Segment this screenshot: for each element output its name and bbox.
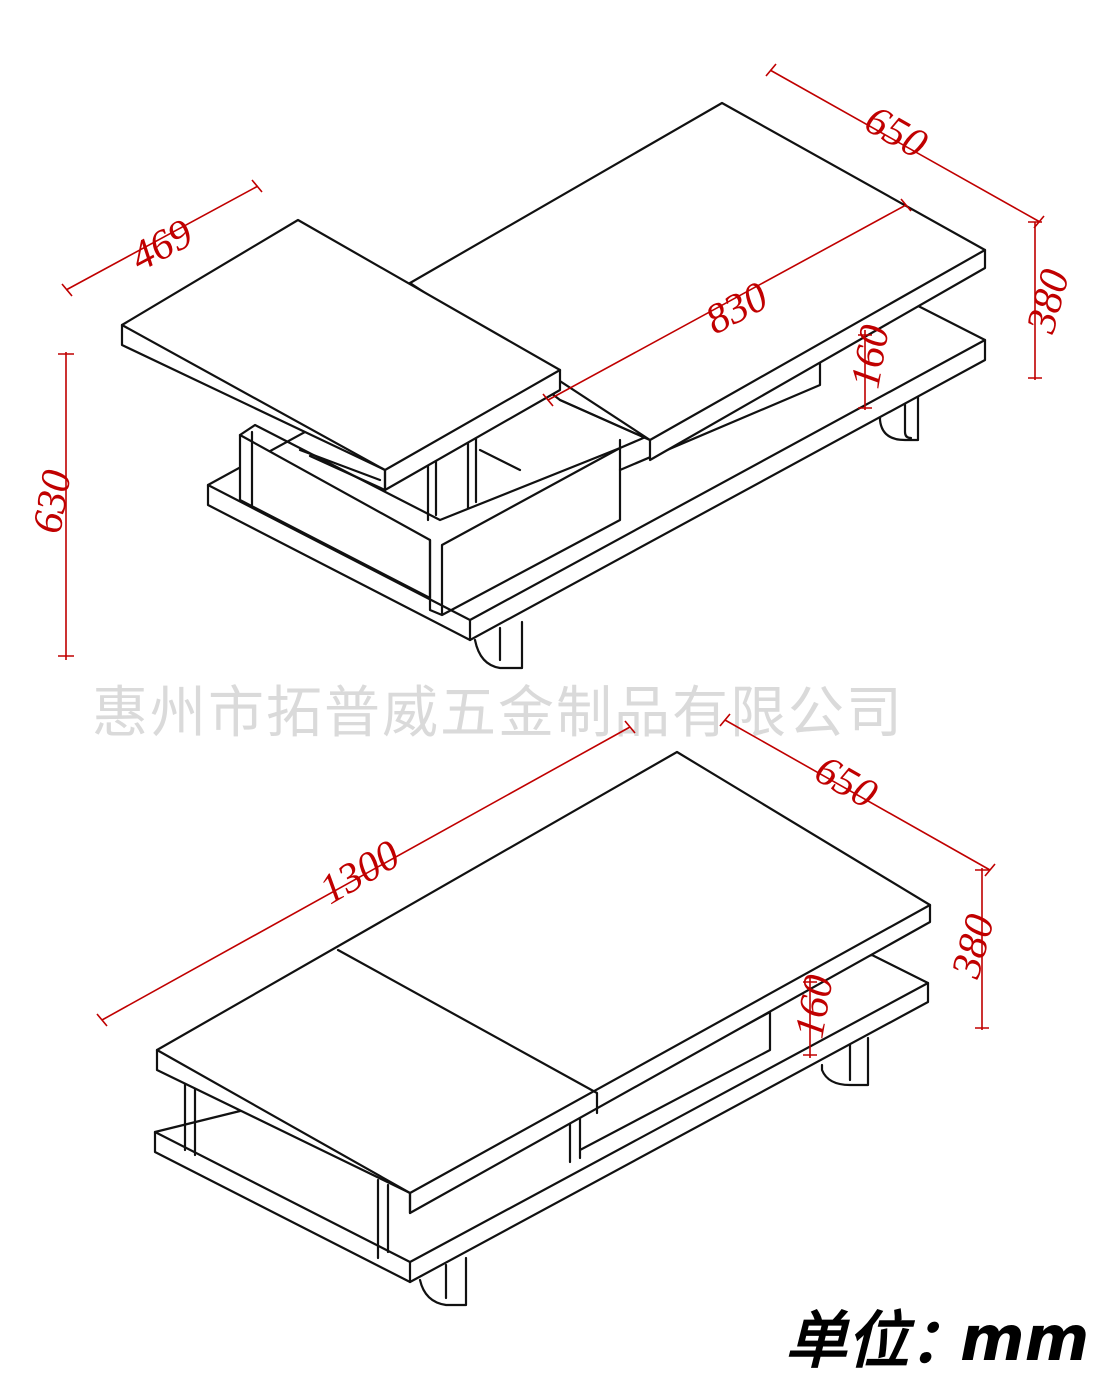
tabletop-b — [155, 750, 932, 1215]
unit-value: mm — [960, 1302, 1089, 1375]
unit-caption: 单位： mm — [785, 1302, 1089, 1377]
leg-front-b — [418, 1256, 468, 1307]
leg-right-back-b — [820, 1036, 870, 1087]
top-drawing: 469 650 830 380 160 630 — [25, 63, 1079, 670]
unit-label: 单位： — [785, 1304, 971, 1377]
bottom-drawing: 1300 650 380 160 — [96, 713, 1004, 1307]
dim-160-top-label: 160 — [843, 322, 899, 392]
leg-right-back — [878, 390, 920, 442]
dim-380-bottom-label: 380 — [943, 910, 1004, 984]
lift-top — [120, 218, 562, 492]
dim-650-bottom-label: 650 — [807, 747, 885, 818]
company-watermark: 惠州市拓普威五金制品有限公司 — [92, 681, 904, 746]
dim-630: 630 — [25, 352, 81, 660]
dim-650-top-label: 650 — [857, 97, 935, 168]
dim-1300-label: 1300 — [312, 832, 408, 914]
dim-380-top: 380 — [1018, 221, 1079, 380]
dim-469-label: 469 — [123, 211, 200, 281]
side-panel-b — [183, 1078, 390, 1260]
dim-380-top-label: 380 — [1018, 265, 1079, 339]
top-split-b — [336, 948, 599, 1115]
dim-160-bottom-label: 160 — [787, 972, 843, 1042]
dim-160-bottom: 160 — [787, 972, 843, 1058]
lift-post — [298, 424, 522, 522]
dim-380-bottom: 380 — [943, 868, 1004, 1030]
leg-front — [473, 620, 524, 670]
dim-160-top: 160 — [843, 322, 899, 410]
dim-630-label: 630 — [25, 467, 81, 537]
